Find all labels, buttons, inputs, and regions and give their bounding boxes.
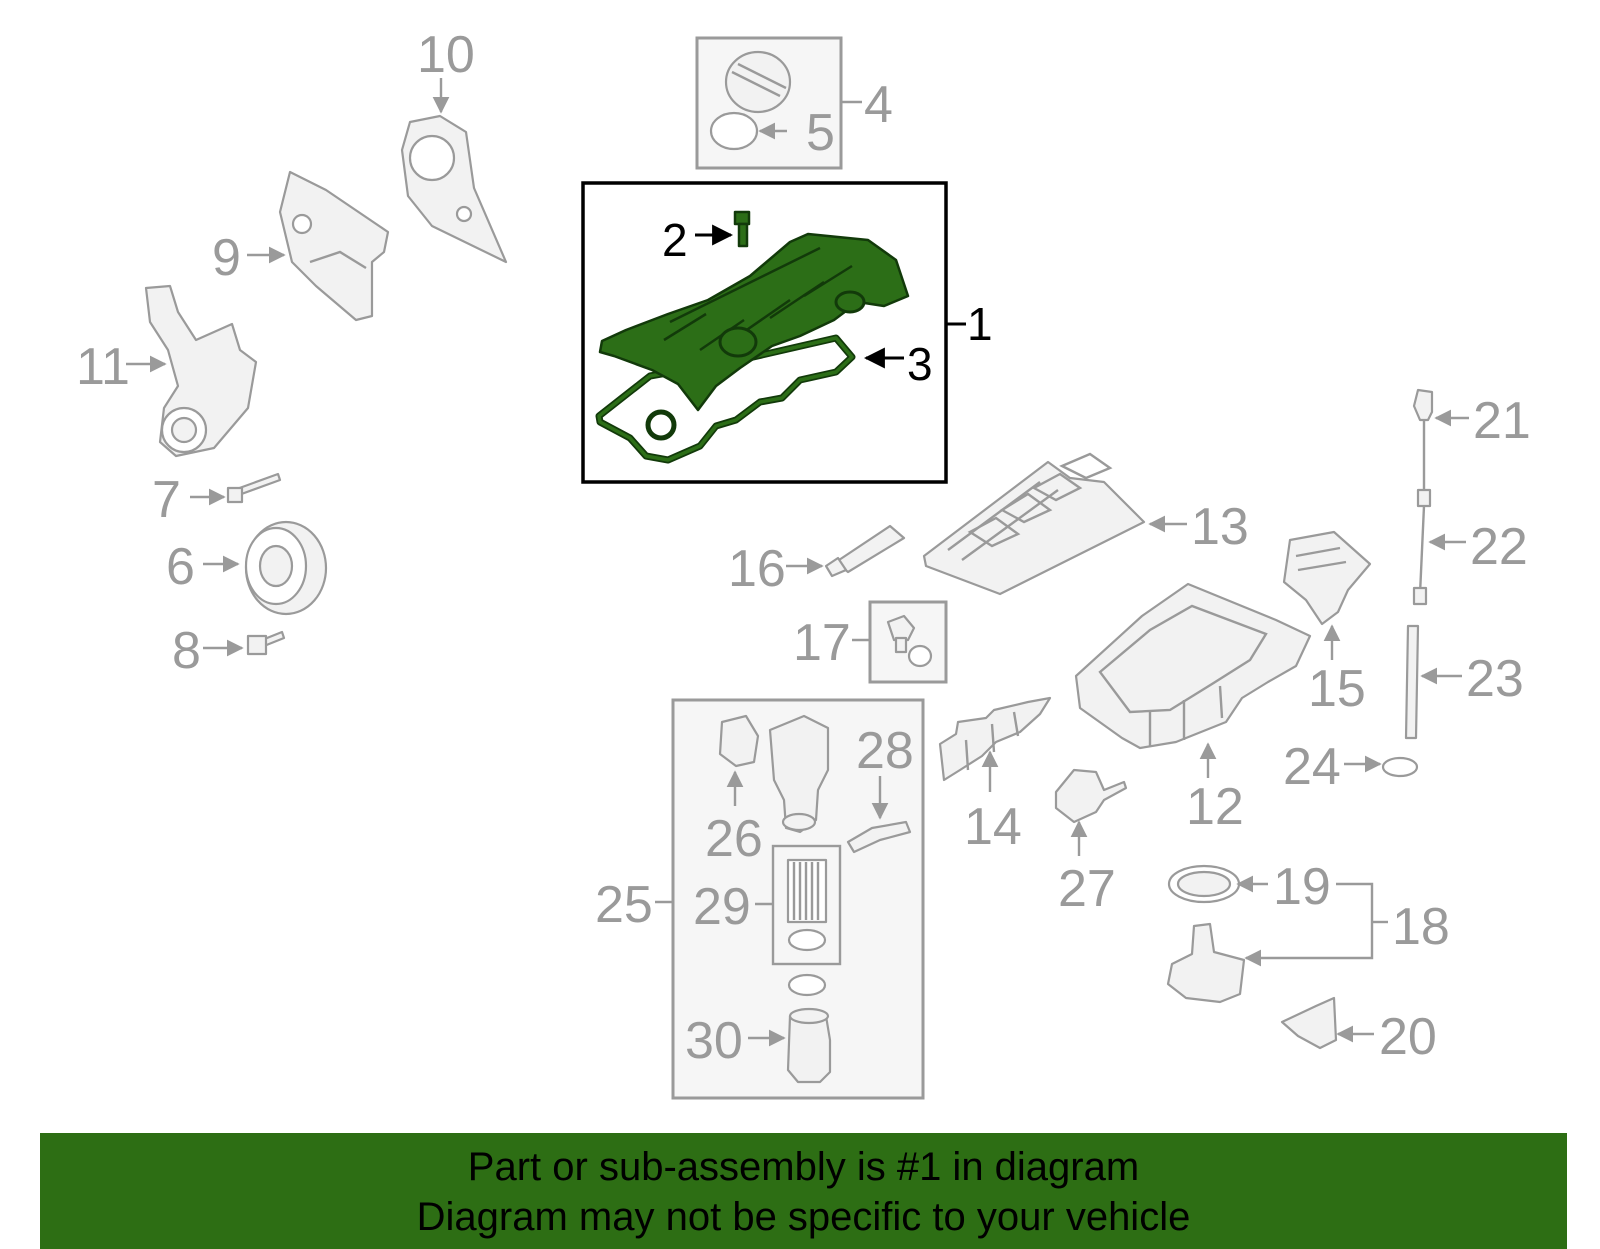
- banner-line-2: Diagram may not be specific to your vehi…: [416, 1195, 1191, 1239]
- info-banner: Part or sub-assembly is #1 in diagram Di…: [40, 1133, 1567, 1249]
- oil-filter-housing-group: 25 26 28 29 30: [595, 698, 925, 1100]
- callout-28: 28: [856, 722, 914, 780]
- oil-pan-gasket-13: 13: [922, 452, 1249, 596]
- oil-cap-part: [709, 50, 792, 151]
- timing-cover-10: 10: [400, 26, 508, 264]
- callout-23: 23: [1466, 650, 1524, 708]
- callout-20: 20: [1379, 1008, 1437, 1066]
- callout-2: 2: [662, 214, 688, 266]
- sealant-tube-16: 16: [728, 524, 906, 598]
- callout-6: 6: [166, 538, 195, 596]
- callout-9: 9: [212, 229, 241, 287]
- callout-4: 4: [864, 76, 893, 134]
- bolt-8: 8: [172, 622, 286, 680]
- callout-11: 11: [76, 338, 130, 396]
- callout-13: 13: [1191, 498, 1249, 556]
- callout-30: 30: [685, 1012, 743, 1070]
- callout-1: 1: [967, 298, 993, 350]
- callout-7: 7: [152, 471, 181, 529]
- sensor-27: 27: [1054, 768, 1128, 918]
- valve-cover-bolt: [733, 210, 751, 248]
- callout-18: 18: [1392, 898, 1450, 956]
- crank-pulley-6: 6: [166, 520, 328, 616]
- callout-8: 8: [172, 622, 201, 680]
- callout-14: 14: [964, 798, 1022, 856]
- dipstick-assembly: 21 22 23 24: [1283, 388, 1531, 796]
- oil-cap-group: 4 5: [695, 36, 893, 170]
- baffle-15: 15: [1282, 530, 1372, 718]
- callout-29: 29: [693, 878, 751, 936]
- callout-19: 19: [1273, 858, 1331, 916]
- callout-25: 25: [595, 876, 653, 934]
- callout-10: 10: [417, 26, 475, 84]
- callout-27: 27: [1058, 860, 1116, 918]
- callout-16: 16: [728, 540, 786, 598]
- oil-pan-12: 12: [1074, 582, 1312, 836]
- callout-12: 12: [1186, 778, 1244, 836]
- callout-26: 26: [705, 810, 763, 868]
- callout-5: 5: [806, 104, 835, 162]
- callout-22: 22: [1470, 518, 1528, 576]
- bolt-7: 7: [152, 471, 282, 529]
- drain-plug-17: 17: [793, 600, 948, 684]
- baffle-14: 14: [938, 696, 1052, 856]
- callout-21: 21: [1473, 392, 1531, 450]
- timing-cover-9: 9: [212, 170, 390, 322]
- timing-cover-11: 11: [76, 284, 258, 458]
- callout-3: 3: [907, 338, 933, 390]
- callout-15: 15: [1308, 660, 1366, 718]
- valve-cover-group: 2 3 1: [581, 181, 993, 484]
- banner-line-1: Part or sub-assembly is #1 in diagram: [467, 1145, 1140, 1189]
- callout-24: 24: [1283, 738, 1341, 796]
- oil-pump-group: 19 18 20: [1166, 858, 1450, 1066]
- callout-17: 17: [793, 614, 851, 672]
